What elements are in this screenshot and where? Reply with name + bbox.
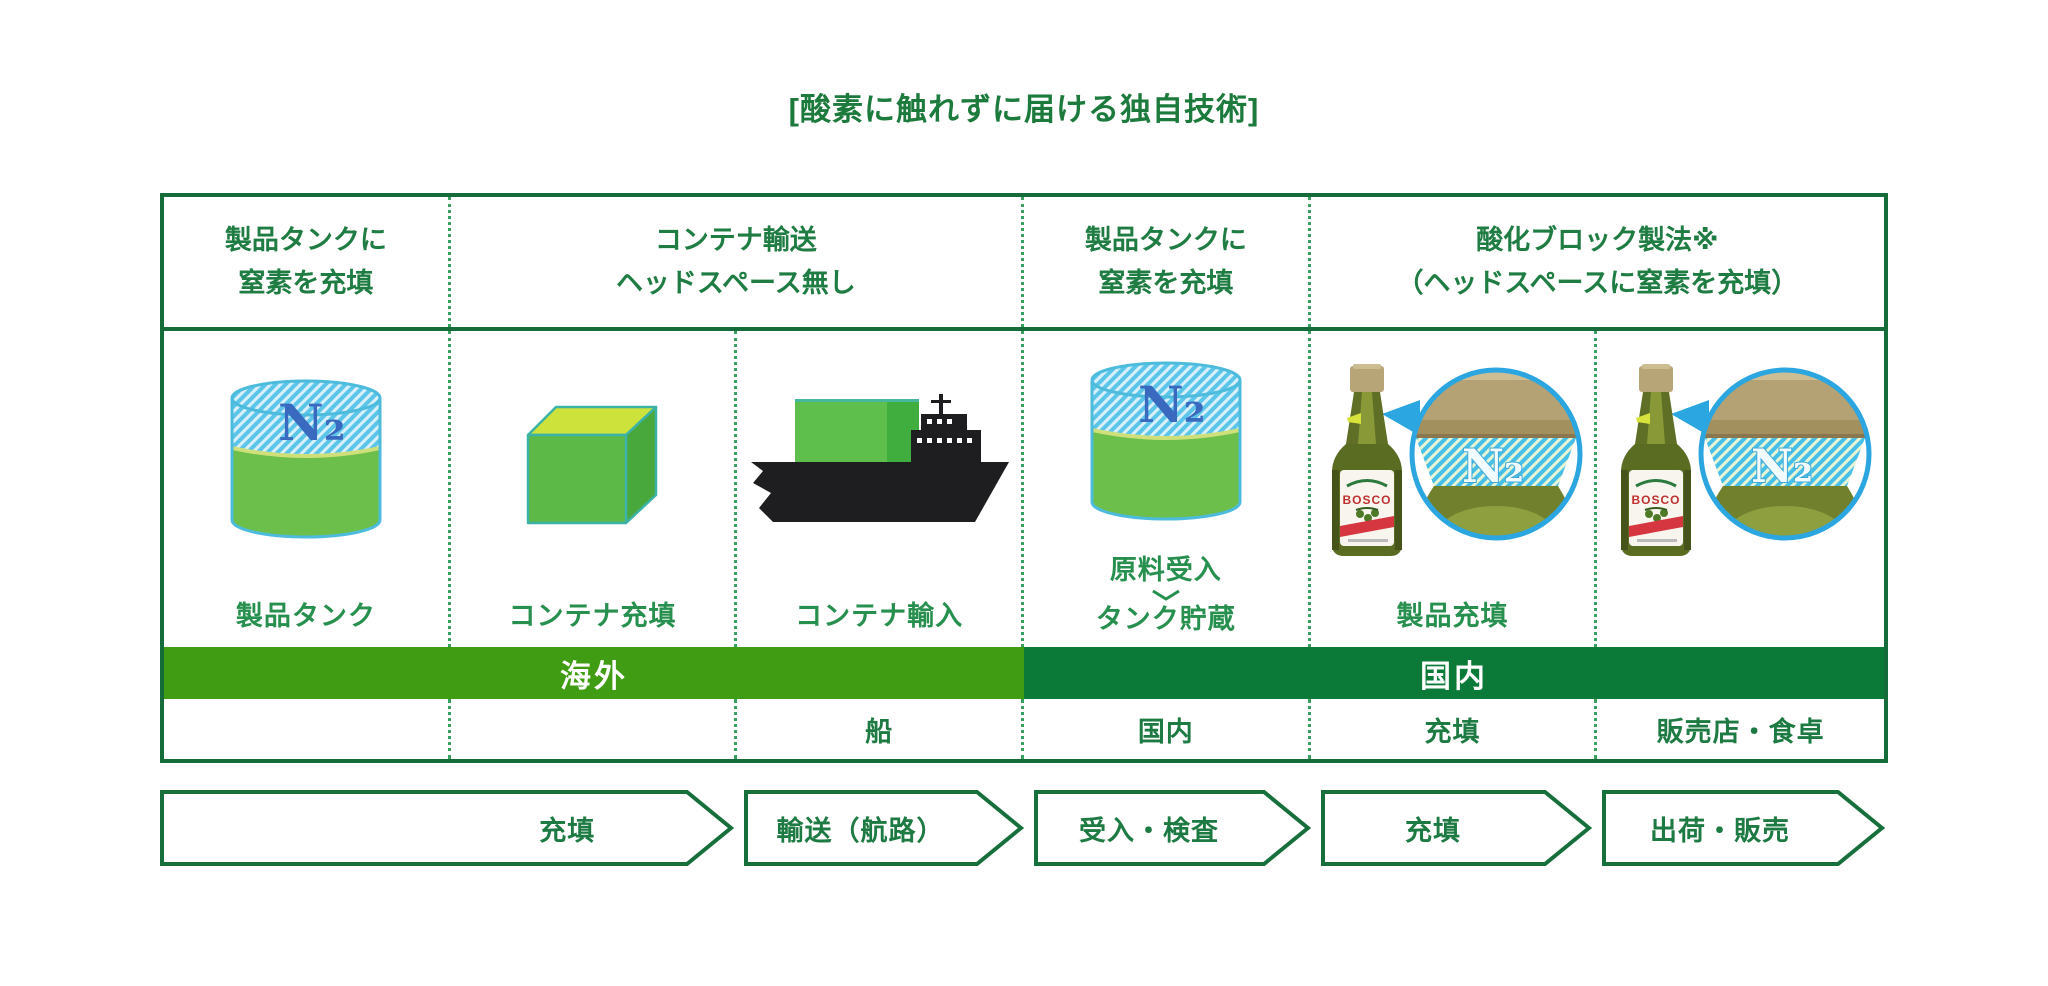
arrow-shape-icon [1602, 790, 1886, 866]
region-band-row: 海外 国内 [164, 647, 1884, 699]
bottom-cell-1 [164, 699, 451, 759]
n2-headspace-label: N₂ [1462, 439, 1524, 493]
process-table: 製品タンクに 窒素を充填 コンテナ輸送 ヘッドスペース無し 製品タンクに 窒素を… [160, 193, 1888, 763]
arrow-shape-icon [1034, 790, 1312, 866]
band-domestic: 国内 [1024, 647, 1884, 699]
page-title: [酸素に触れずに届ける独自技術] [788, 92, 1260, 127]
n2-gas-label: N₂ [1138, 375, 1206, 434]
bottom-cell-retail: 販売店・食卓 [1656, 716, 1825, 747]
illustration-row: N₂ 製品タンク コンテナ充填 [164, 331, 1884, 647]
bottle-brand-label: BOSCO [1343, 493, 1392, 507]
arrow-label: 充填 [539, 815, 596, 846]
arrow-shape-icon [744, 790, 1025, 866]
flow-arrow-transport: 輸送（航路） [744, 790, 1025, 866]
flow-arrow-fill-1: 充填 [160, 790, 735, 866]
n2-gas-label: N₂ [278, 393, 346, 452]
cell-container-import: コンテナ輸入 [737, 331, 1024, 647]
tank-icon-wrap-2: N₂ [1024, 331, 1308, 554]
header-cell-tank-fill-2: 製品タンクに 窒素を充填 [1024, 197, 1311, 327]
label-raw-material-receipt: 原料受入 [1109, 555, 1222, 586]
arrow-label: 受入・検査 [1079, 815, 1219, 846]
cell-product-tank: N₂ 製品タンク [164, 331, 451, 647]
cell-label-product-fill: 製品充填 [1396, 600, 1509, 631]
label-tank-storage: タンク貯蔵 [1095, 603, 1236, 634]
cell-container-fill: コンテナ充填 [451, 331, 738, 647]
container-box-icon [527, 405, 658, 525]
cube-icon-wrap [451, 331, 735, 591]
nitrogen-tank-icon: N₂ [1090, 361, 1242, 521]
band-overseas: 海外 [164, 647, 1024, 699]
bottle-brand-label: BOSCO [1631, 493, 1680, 507]
cell-raw-material-tank: N₂ 原料受入 タンク貯蔵 [1024, 331, 1311, 647]
header-cell-oxidation-block: 酸化ブロック製法※ （ヘッドスペースに窒素を充填） [1396, 224, 1799, 298]
bottle-n2-magnifier-icon: BOSCO N [1332, 364, 1583, 556]
bottom-cell-domestic: 国内 [1024, 699, 1311, 759]
arrow-shape-icon [160, 790, 735, 866]
cell-label-container-fill: コンテナ充填 [508, 600, 677, 631]
flow-arrow-fill-2: 充填 [1321, 790, 1593, 866]
chevron-down-icon [1151, 587, 1181, 603]
tank-icon-wrap-1: N₂ [164, 331, 448, 591]
arrow-shape-icon [1321, 790, 1593, 866]
arrow-label: 充填 [1405, 815, 1461, 846]
ship-icon-wrap [737, 331, 1021, 591]
flow-arrow-ship-sell: 出荷・販売 [1602, 790, 1886, 866]
cell-label-container-import: コンテナ輸入 [795, 600, 964, 631]
header-row: 製品タンクに 窒素を充填 コンテナ輸送 ヘッドスペース無し 製品タンクに 窒素を… [164, 197, 1884, 331]
bottle-n2-magnifier-icon: BOSCO N₂ [1620, 364, 1872, 556]
cell-retail-bottle: BOSCO N₂ [1597, 331, 1884, 647]
cargo-ship-icon [751, 394, 1010, 522]
nitrogen-tank-icon: N₂ [230, 379, 382, 539]
flow-arrow-receive-inspect: 受入・検査 [1034, 790, 1312, 866]
header-cell-tank-fill-1: 製品タンクに 窒素を充填 [164, 197, 451, 327]
flow-arrows-row: 充填 輸送（航路） 受入・検査 充填 出荷・販売 [160, 790, 1888, 866]
bottom-label-row: 船 国内 充填 販売店・食卓 [164, 699, 1884, 759]
bottom-cell-2 [451, 699, 738, 759]
cell-label-raw-material: 原料受入 タンク貯蔵 [1096, 554, 1236, 635]
cell-product-fill: BOSCO N [1311, 331, 1598, 647]
bottom-cell-ship: 船 [737, 699, 1024, 759]
bottle-icon-wrap-2: BOSCO N₂ [1597, 331, 1884, 591]
bottle-icon-wrap-1: BOSCO N [1311, 331, 1595, 591]
n2-headspace-label: N₂ [1751, 439, 1813, 493]
arrow-label: 出荷・販売 [1650, 815, 1790, 846]
cell-label-product-tank: 製品タンク [235, 600, 376, 631]
header-cell-container-transport: コンテナ輸送 ヘッドスペース無し [451, 197, 1024, 327]
arrow-label: 輸送（航路） [776, 815, 945, 846]
bottom-cell-fill: 充填 [1311, 699, 1598, 759]
